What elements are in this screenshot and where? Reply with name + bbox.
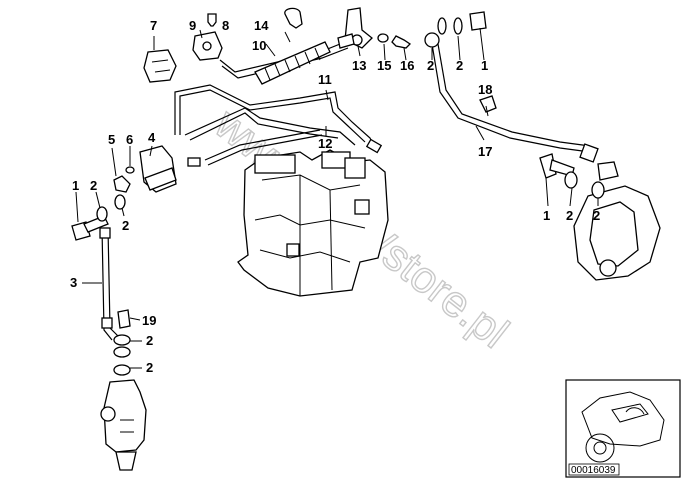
callout-2-h: 2 (593, 208, 600, 223)
protective-hose-10 (254, 41, 331, 85)
callout-15: 15 (377, 58, 391, 73)
callout-14: 14 (254, 18, 269, 33)
brake-hose-17 (424, 11, 599, 163)
screw-16 (391, 35, 412, 49)
bracket-4 (139, 145, 177, 193)
callout-2-f: 2 (146, 360, 153, 375)
callout-11: 11 (318, 72, 332, 87)
callout-5: 5 (108, 132, 115, 147)
holder-9 (192, 13, 223, 61)
callout-2-e: 2 (146, 333, 153, 348)
callout-2-b: 2 (456, 58, 463, 73)
clip-18 (479, 95, 497, 113)
callout-10: 10 (252, 38, 266, 53)
callout-12: 12 (318, 136, 332, 151)
callout-3: 3 (70, 275, 77, 290)
callout-4: 4 (148, 130, 156, 145)
callout-18: 18 (478, 82, 492, 97)
callout-8: 8 (222, 18, 229, 33)
callout-2-g: 2 (566, 208, 573, 223)
callout-1-a: 1 (481, 58, 488, 73)
callout-13: 13 (352, 58, 366, 73)
callout-16: 16 (400, 58, 414, 73)
callout-6: 6 (126, 132, 133, 147)
clip-14 (284, 7, 303, 29)
diagram-reference-number: 00016039 (571, 465, 616, 476)
callout-7: 7 (150, 18, 157, 33)
washer-6 (125, 166, 135, 174)
brake-caliper-right (573, 161, 661, 281)
screw-5 (113, 175, 131, 193)
washer-15 (377, 33, 389, 43)
callout-1-c: 1 (543, 208, 550, 223)
master-cylinder (100, 379, 147, 471)
callout-labels: 7 9 8 14 10 13 15 16 2 2 1 18 17 11 12 5… (70, 18, 600, 375)
washers-lower (113, 334, 131, 376)
banjo-bracket-13 (337, 7, 373, 49)
bleed-screw-19 (117, 309, 131, 329)
callout-2-a: 2 (427, 58, 434, 73)
callout-2-c: 2 (90, 178, 97, 193)
callout-9: 9 (189, 18, 196, 33)
leader-lines (75, 27, 599, 369)
callout-19: 19 (142, 313, 156, 328)
banjo-bolt-left (71, 194, 126, 241)
callout-1-b: 1 (72, 178, 79, 193)
callout-2-d: 2 (122, 218, 129, 233)
brake-hose-3 (99, 227, 119, 341)
inset-motorcycle-thumbnail: 00016039 (565, 379, 681, 478)
abs-modulator-unit (237, 149, 389, 297)
callout-17: 17 (478, 144, 492, 159)
grommet-7 (143, 49, 177, 83)
banjo-bolt-right (539, 153, 605, 199)
